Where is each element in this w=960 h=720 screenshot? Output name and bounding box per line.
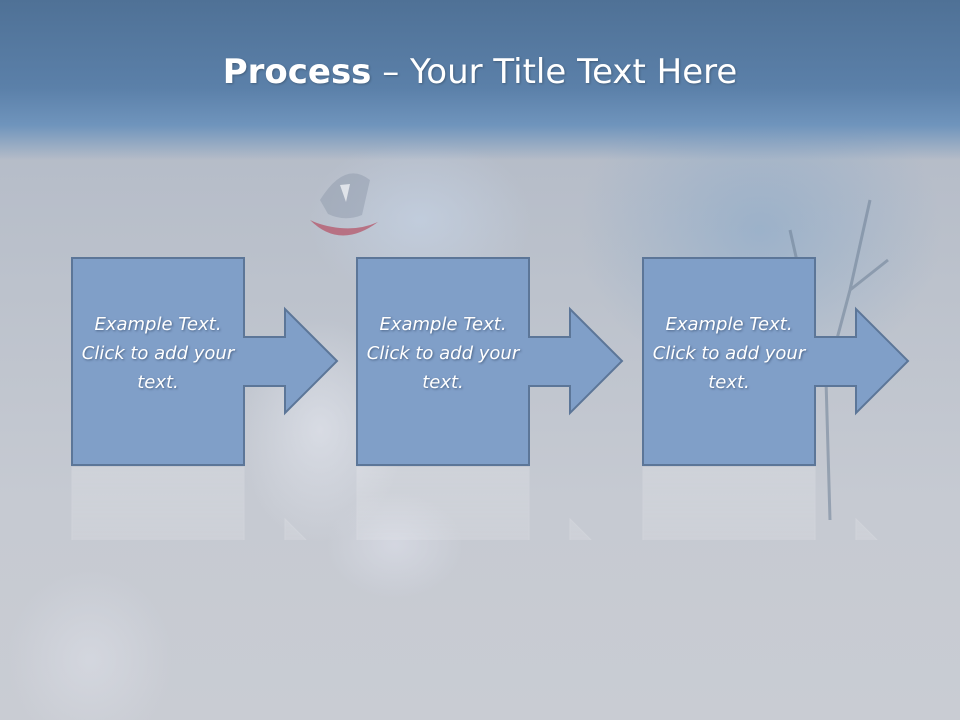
title-bold: Process [222,52,372,92]
step-3-arrow-box[interactable] [642,257,910,466]
title-rest: – Your Title Text Here [371,52,738,92]
step-2-arrow-box[interactable] [356,257,624,466]
step-1-text[interactable]: Example Text. Click to add your text. [81,314,235,393]
background-face-mouth [310,173,378,236]
title-bar [0,0,960,160]
step-3-text[interactable]: Example Text. Click to add your text. [652,314,806,393]
step-1-arrow-box[interactable] [71,257,339,466]
page-title[interactable]: Process – Your Title Text Here [0,52,960,92]
step-2-text[interactable]: Example Text. Click to add your text. [366,314,520,393]
